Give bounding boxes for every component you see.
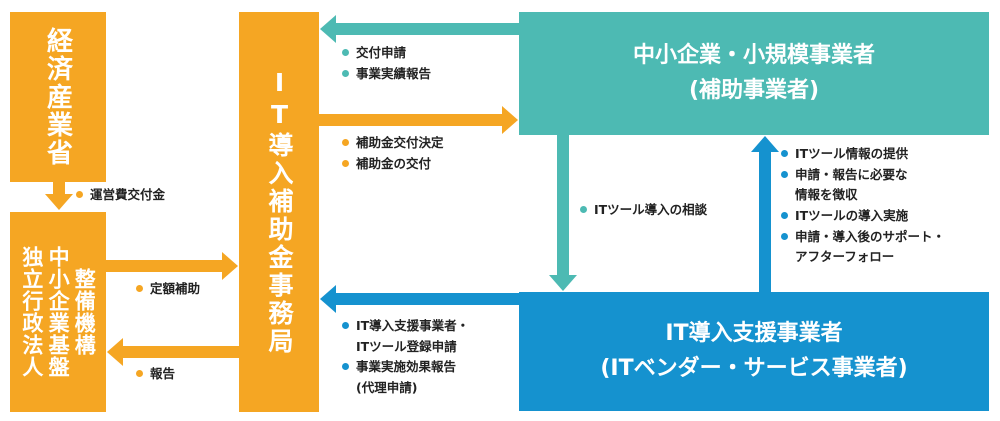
label-text: 補助金の交付 bbox=[356, 155, 432, 171]
sme-label-line1: 中小企業・小規模事業者 bbox=[632, 43, 875, 69]
bullet-dot bbox=[781, 150, 788, 157]
smrj-label-col3: 整備機構 bbox=[72, 268, 97, 356]
bullet-dot bbox=[781, 170, 788, 178]
it-subsidy-office-box: IT導入補助金事務局 bbox=[239, 12, 319, 412]
label-text: 事業実施効果報告 bbox=[356, 359, 457, 375]
vendor-label-line2: (ITベンダー・サービス事業者) bbox=[600, 355, 908, 381]
arrow-meti-to-smrj bbox=[45, 182, 73, 210]
sme-box: 中小企業・小規模事業者 (補助事業者) bbox=[519, 12, 989, 135]
label-group-office-to-sme: 補助金交付決定 補助金の交付 bbox=[342, 133, 444, 174]
label-text: 補助金交付決定 bbox=[356, 135, 444, 150]
bullet-dot bbox=[342, 139, 349, 146]
label-consult: ITツール導入の相談 bbox=[580, 200, 707, 221]
meti-box: 経済産業省 bbox=[10, 12, 106, 182]
bullet-dot bbox=[136, 370, 143, 377]
bullet-dot bbox=[342, 322, 349, 329]
label-text: IT導入支援事業者・ bbox=[356, 318, 470, 333]
arrow-smrj-to-office bbox=[106, 252, 238, 280]
label-text: 事業実績報告 bbox=[356, 65, 432, 81]
smrj-label-col1: 独立行政法人 bbox=[19, 246, 44, 378]
label-fixed-subsidy: 定額補助 bbox=[136, 279, 200, 300]
arrow-vendor-to-office bbox=[320, 285, 519, 313]
arrow-office-to-sme bbox=[319, 106, 518, 134]
label-text-continued: ITツール登録申請 bbox=[356, 338, 457, 354]
label-text: 定額補助 bbox=[150, 281, 201, 296]
smrj-box: 独立行政法人 中小企業基盤 整備機構 bbox=[10, 212, 106, 412]
arrow-vendor-to-sme bbox=[751, 136, 779, 292]
bullet-dot bbox=[342, 159, 349, 167]
arrow-office-to-smrj bbox=[107, 338, 239, 366]
vendor-box: IT導入支援事業者 (ITベンダー・サービス事業者) bbox=[519, 292, 989, 411]
label-group-vendor-to-office: IT導入支援事業者・ ITツール登録申請 事業実施効果報告 (代理申請) bbox=[342, 316, 469, 399]
bullet-dot bbox=[76, 191, 83, 198]
label-operating-grant: 運営費交付金 bbox=[76, 185, 165, 206]
label-text: 交付申請 bbox=[356, 45, 407, 60]
bullet-dot bbox=[342, 69, 349, 77]
label-text: 申請・報告に必要な bbox=[795, 166, 908, 182]
label-text: 運営費交付金 bbox=[90, 187, 166, 202]
label-report: 報告 bbox=[136, 364, 175, 385]
bullet-dot bbox=[781, 232, 788, 240]
arrow-sme-to-office bbox=[320, 15, 519, 43]
office-label: IT導入補助金事務局 bbox=[265, 68, 294, 356]
meti-label: 経済産業省 bbox=[42, 27, 73, 167]
label-text-continued: 情報を徴収 bbox=[795, 187, 858, 203]
bullet-dot bbox=[342, 363, 349, 371]
label-text-continued: アフターフォロー bbox=[795, 249, 895, 265]
bullet-dot bbox=[342, 49, 349, 56]
label-text: 報告 bbox=[150, 366, 176, 381]
bullet-dot bbox=[781, 211, 788, 219]
smrj-label-col2: 中小企業基盤 bbox=[46, 246, 71, 378]
label-text-continued: (代理申請) bbox=[356, 379, 418, 395]
label-group-sme-to-office: 交付申請 事業実績報告 bbox=[342, 43, 431, 84]
sme-label-line2: (補助事業者) bbox=[688, 77, 820, 103]
bullet-dot bbox=[136, 285, 143, 292]
label-text: 申請・導入後のサポート・ bbox=[795, 228, 946, 244]
label-text: ITツール導入の相談 bbox=[594, 202, 708, 217]
arrow-sme-to-vendor bbox=[549, 135, 577, 291]
vendor-label-line1: IT導入支援事業者 bbox=[665, 321, 843, 347]
label-group-vendor-to-sme: ITツール情報の提供 申請・報告に必要な 情報を徴収 ITツールの導入実施 申請… bbox=[781, 144, 945, 268]
label-text: ITツール情報の提供 bbox=[795, 146, 909, 161]
label-text: ITツールの導入実施 bbox=[795, 207, 909, 223]
bullet-dot bbox=[580, 206, 587, 213]
